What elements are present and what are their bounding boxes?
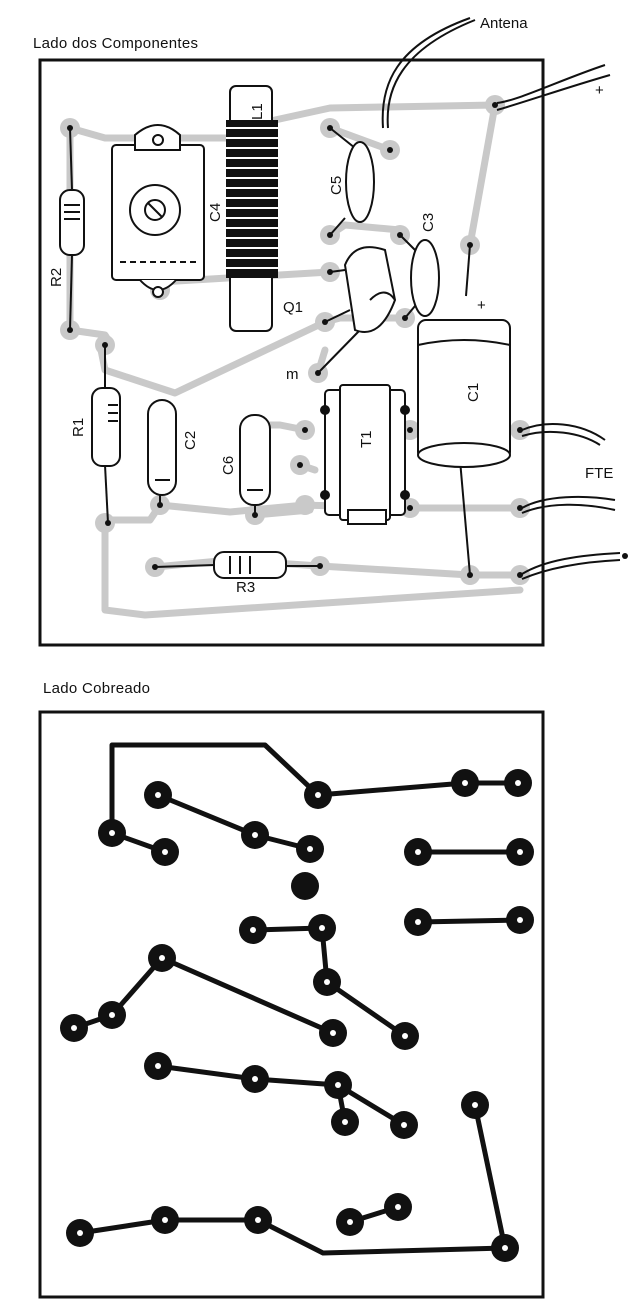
L1-label: L1	[249, 103, 266, 120]
m-label: m	[286, 366, 299, 383]
copper-pad-holes	[71, 780, 523, 1251]
resistor-R3	[213, 551, 287, 579]
trimmer-capacitor-C4	[111, 124, 205, 298]
resistor-R1	[91, 387, 121, 467]
copper-side-title: Lado Cobreado	[43, 680, 151, 697]
coil-L1	[226, 85, 278, 332]
component-side-title: Lado dos Componentes	[33, 35, 199, 52]
external-wires	[381, 17, 621, 580]
component-side-solder-points	[67, 102, 523, 578]
plus-wire	[496, 64, 606, 104]
C3-label: C3	[420, 213, 437, 232]
capacitor-C2	[147, 399, 177, 496]
power-label: FTE	[585, 465, 613, 482]
C4-label: C4	[207, 203, 224, 222]
minus-terminal-dot	[622, 553, 628, 559]
T1-label: T1	[358, 430, 375, 448]
capacitor-C3	[410, 239, 440, 317]
antenna-label: Antena	[480, 15, 528, 32]
C2-label: C2	[182, 431, 199, 450]
transistor-Q1	[343, 246, 397, 333]
R1-label: R1	[70, 418, 87, 437]
capacitor-C1	[417, 319, 511, 468]
transformer-T1	[320, 384, 410, 525]
copper-side-board	[38, 710, 545, 1299]
R3-label: R3	[236, 579, 255, 596]
component-side-board: Antena + + FTE Q1 m R3 R2 R1 C2 C6 C4 C5…	[38, 15, 628, 647]
resistor-R2	[59, 189, 85, 256]
R2-label: R2	[48, 268, 65, 287]
plus-terminal-label: +	[595, 82, 604, 99]
capacitor-C5	[345, 141, 375, 223]
C5-label: C5	[328, 176, 345, 195]
C6-label: C6	[220, 456, 237, 475]
capacitor-plus-label: +	[477, 297, 486, 314]
C1-label: C1	[465, 383, 482, 402]
antenna-wire	[386, 19, 476, 129]
copper-traces	[71, 742, 523, 1256]
capacitor-C6	[239, 414, 271, 506]
Q1-label: Q1	[283, 299, 303, 316]
